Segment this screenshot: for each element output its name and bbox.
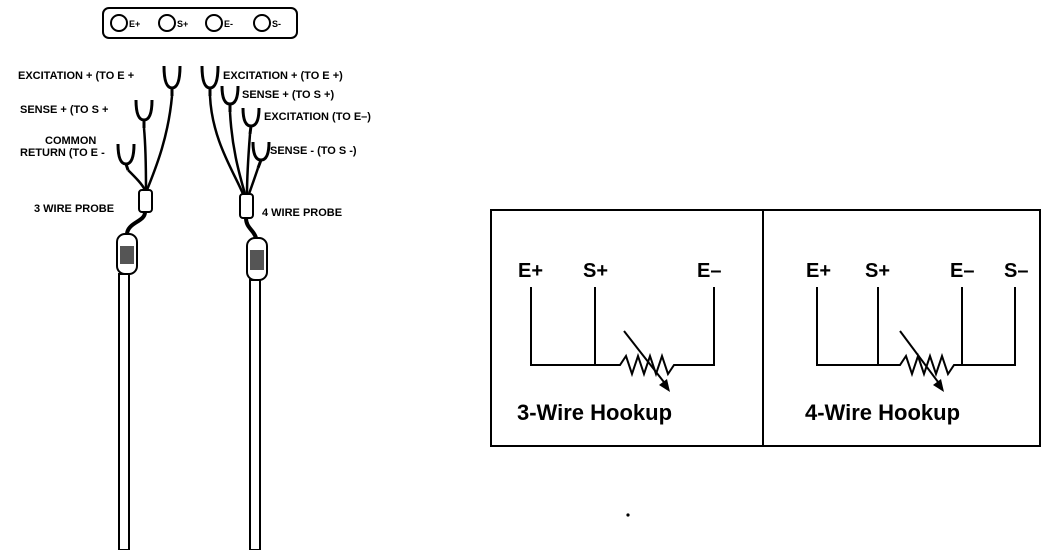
hookup-panel: E+ S+ E– 3-Wire Hookup E+ S+ E– S– [490,209,1041,447]
terminal-strip: E+ S+ E- S- [102,7,298,39]
hookup-3w-label-s-plus: S+ [583,260,608,282]
lead-wires-4w [208,95,260,195]
label-common-return-3w: RETURN (TO E - [20,147,105,159]
hookup-4w-label-s-minus: S– [1004,260,1028,282]
hookup-3w-label-e-plus: E+ [518,260,543,282]
spade-lug-excitation-plus-4w [200,65,220,96]
rtd-variable-arrow-4w [899,330,944,392]
hookup-panel-frame [490,209,1041,447]
terminal-strip-frame [102,7,298,39]
lead-wires-3w [127,95,174,191]
rtd-variable-arrow-3w [623,330,670,392]
terminal-label-e-plus: E+ [129,19,140,29]
probe-junction-3w [138,189,153,213]
probe-bend-3w [125,211,147,235]
probe-shaft-4w [249,279,261,550]
label-3-wire-probe: 3 WIRE PROBE [34,203,114,215]
hookup-4w-wiring [816,287,1016,378]
probe-3wire: EXCITATION + (TO E + SENSE + (TO S + COM… [18,65,182,550]
label-sense-minus-4w: SENSE - (TO S -) [270,145,357,157]
label-excitation-plus-3w: EXCITATION + (TO E + [18,70,134,82]
terminal-label-e-minus: E- [224,19,233,29]
hookup-3w-caption: 3-Wire Hookup [517,400,672,425]
terminal-e-minus [205,14,223,32]
terminal-label-s-minus: S- [272,19,281,29]
terminal-s-plus [158,14,176,32]
probe-4wire: EXCITATION + (TO E +) SENSE + (TO S +) E… [200,65,371,550]
label-excitation-plus-4w: EXCITATION + (TO E +) [223,70,343,82]
hookup-3w-wiring [530,287,715,378]
hookup-4w-caption: 4-Wire Hookup [805,400,960,425]
terminal-s-minus [253,14,271,32]
hookup-3wire: E+ S+ E– 3-Wire Hookup [517,260,721,425]
spade-lug-excitation-3w [162,65,182,96]
spade-lug-sense-3w [134,99,154,128]
spade-lug-common-3w [116,143,136,171]
spade-lug-excitation-minus-4w [241,107,261,135]
label-sense-plus-3w: SENSE + (TO S + [20,104,108,116]
scan-speck [626,513,630,517]
label-4-wire-probe: 4 WIRE PROBE [262,207,342,219]
probe-sleeve-shade-4w [250,250,264,270]
hookup-4wire: E+ S+ E– S– 4-Wire Hookup [805,260,1028,425]
hookup-3w-label-e-minus: E– [697,260,721,282]
hookup-4w-label-s-plus: S+ [865,260,890,282]
spade-lug-sense-plus-4w [220,85,240,112]
hookup-4w-label-e-minus: E– [950,260,974,282]
label-excitation-minus-4w: EXCITATION (TO E–) [264,111,371,123]
terminal-label-s-plus: S+ [177,19,188,29]
probe-sleeve-shade-3w [120,246,134,264]
probe-shaft-3w [118,273,130,550]
label-common-3w: COMMON [45,135,96,147]
probe-junction-4w [239,193,254,219]
probe-bend-4w [244,217,258,239]
terminal-e-plus [110,14,128,32]
label-sense-plus-4w: SENSE + (TO S +) [242,89,334,101]
hookup-4w-label-e-plus: E+ [806,260,831,282]
spade-lug-sense-minus-4w [251,141,271,169]
